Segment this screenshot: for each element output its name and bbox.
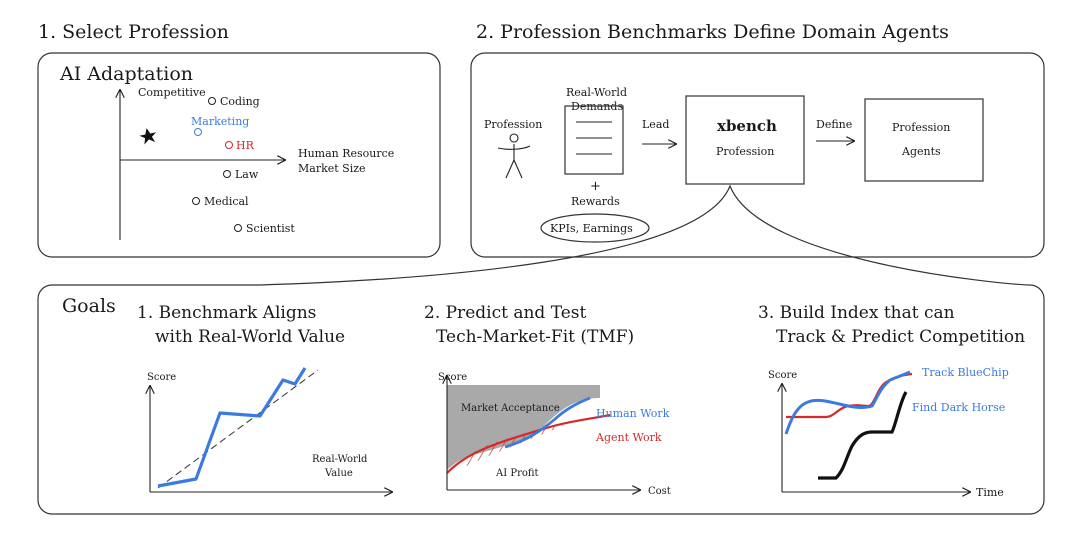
profession-law: Law bbox=[235, 168, 259, 181]
human-work-curve bbox=[504, 396, 591, 449]
kpis-ellipse bbox=[540, 213, 650, 243]
goal2-y-label: Score bbox=[438, 372, 467, 383]
goal1-title-line2: with Real-World Value bbox=[155, 327, 345, 347]
market-size-label-line1: Human Resource bbox=[298, 147, 394, 160]
plus-sign: + bbox=[590, 179, 601, 194]
goal3-x-label: Time bbox=[976, 486, 1004, 499]
goal1-y-label: Score bbox=[147, 372, 176, 383]
ai-profit-area bbox=[458, 425, 565, 470]
competitive-axis-label: Competitive bbox=[138, 86, 206, 99]
hr-marker bbox=[225, 141, 233, 149]
profession-scientist: Scientist bbox=[246, 222, 295, 235]
goal2-title-line1: 2. Predict and Test bbox=[424, 303, 586, 323]
track-bluechip-label: Track BlueChip bbox=[922, 366, 1009, 379]
goals-label: Goals bbox=[62, 295, 116, 317]
goals-panel bbox=[37, 184, 1045, 515]
ai-adaptation-panel bbox=[37, 52, 441, 258]
agent-work-label: Agent Work bbox=[595, 431, 662, 444]
agents-box bbox=[864, 98, 984, 182]
law-marker bbox=[223, 170, 231, 178]
benchmarks-panel bbox=[470, 52, 1045, 258]
goal2-x-label: Cost bbox=[648, 486, 671, 497]
dark-horse-line bbox=[818, 391, 908, 480]
profession-hr: HR bbox=[236, 139, 255, 152]
profession-medical: Medical bbox=[204, 195, 249, 208]
benchmark-index-red-line bbox=[786, 372, 913, 419]
lead-label: Lead bbox=[642, 118, 669, 131]
goal3-title-line1: 3. Build Index that can bbox=[758, 303, 955, 323]
define-label: Define bbox=[816, 118, 852, 131]
goal3-title-line2: Track & Predict Competition bbox=[776, 327, 1025, 347]
goal1-title-line1: 1. Benchmark Aligns bbox=[137, 303, 316, 323]
human-work-label: Human Work bbox=[596, 407, 670, 420]
xbench-box bbox=[685, 95, 805, 185]
goal1-x-label-line2: Value bbox=[324, 468, 353, 479]
step1-heading: 1. Select Profession bbox=[38, 21, 229, 43]
benchmark-score-line bbox=[157, 367, 307, 488]
goal2-title-line2: Tech-Market-Fit (TMF) bbox=[436, 327, 634, 347]
profession-coding: Coding bbox=[220, 95, 260, 108]
goal1-x-label-line1: Real-World bbox=[312, 454, 368, 465]
demands-label-line1: Real-World bbox=[566, 86, 627, 99]
coding-marker bbox=[208, 97, 216, 105]
market-acceptance-label: Market Acceptance bbox=[461, 403, 560, 414]
ideal-alignment-line bbox=[157, 369, 319, 489]
medical-marker bbox=[192, 197, 200, 205]
star-icon bbox=[139, 128, 157, 145]
xbench-label: xbench bbox=[717, 117, 777, 135]
market-size-label-line2: Market Size bbox=[298, 162, 366, 175]
goal3-y-label: Score bbox=[768, 370, 797, 381]
agents-label-line2: Agents bbox=[901, 145, 941, 158]
person-icon bbox=[497, 133, 531, 179]
demands-document bbox=[564, 105, 624, 175]
find-dark-horse-label: Find Dark Horse bbox=[912, 401, 1005, 414]
marketing-marker bbox=[194, 128, 202, 136]
agents-label-line1: Profession bbox=[892, 121, 950, 134]
profession-label: Profession bbox=[484, 118, 542, 131]
scientist-marker bbox=[234, 224, 242, 232]
ai-adaptation-title: AI Adaptation bbox=[59, 63, 193, 85]
ai-profit-label: AI Profit bbox=[495, 468, 539, 479]
xbench-sub-label: Profession bbox=[716, 145, 774, 158]
bluechip-line bbox=[784, 370, 911, 435]
kpis-label: KPIs, Earnings bbox=[550, 222, 633, 235]
rewards-label: Rewards bbox=[571, 195, 620, 208]
step2-heading: 2. Profession Benchmarks Define Domain A… bbox=[476, 21, 949, 43]
profession-marketing: Marketing bbox=[191, 115, 249, 128]
